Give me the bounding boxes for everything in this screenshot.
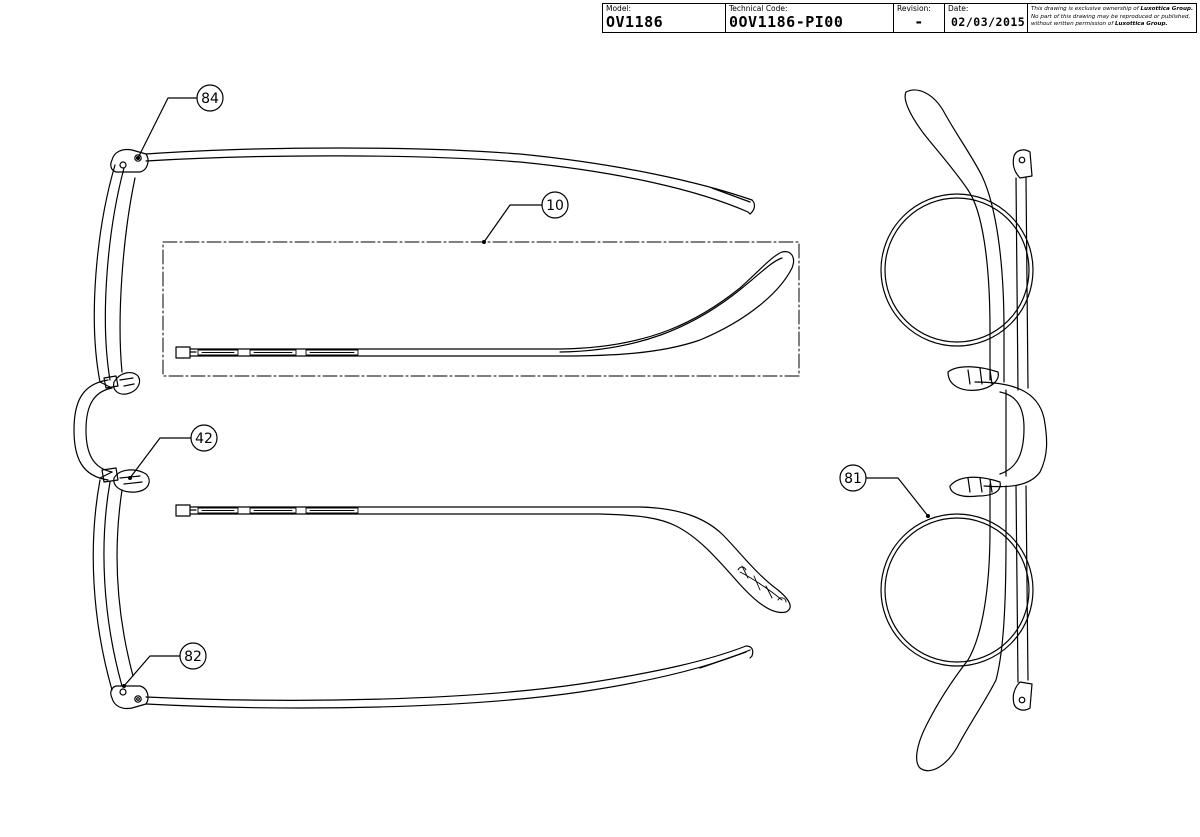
callout-81: 81 bbox=[839, 464, 930, 518]
upper-lens-rim bbox=[93, 164, 136, 383]
lower-hinge bbox=[110, 685, 149, 710]
technical-code-cell: Technical Code: 0OV1186-PI00 bbox=[726, 4, 894, 32]
callout-81-label: 81 bbox=[844, 471, 862, 487]
revision-cell: Revision: - bbox=[894, 4, 945, 32]
temple-tip-logo bbox=[737, 565, 787, 603]
callout-84: 84 bbox=[136, 84, 224, 161]
notice-prefix: This drawing is exclusive ownership of bbox=[1031, 6, 1141, 12]
technical-code-value: 0OV1186-PI00 bbox=[729, 13, 844, 31]
temple-side-view-inner bbox=[175, 251, 795, 359]
upper-nose-pad bbox=[103, 372, 141, 395]
upper-endpiece-front bbox=[1012, 149, 1033, 179]
upper-temple-folded bbox=[904, 89, 1029, 391]
model-label: Model: bbox=[606, 4, 632, 13]
lower-temple-top-view bbox=[145, 645, 754, 709]
ownership-notice-cell: This drawing is exclusive ownership of L… bbox=[1028, 4, 1196, 32]
notice-owner-2: Luxottica Group. bbox=[1114, 21, 1168, 28]
callout-82-label: 82 bbox=[184, 649, 202, 665]
model-cell: Model: OV1186 bbox=[603, 4, 726, 32]
ownership-notice: This drawing is exclusive ownership of L… bbox=[1031, 6, 1194, 29]
notice-owner: Luxottica Group. bbox=[1140, 6, 1194, 12]
date-value: 02/03/2015 bbox=[951, 15, 1026, 29]
temple-side-view-outer bbox=[175, 504, 791, 614]
temple-detail-box bbox=[162, 241, 800, 377]
lower-endpiece-front bbox=[1012, 681, 1033, 711]
front-view bbox=[880, 89, 1048, 772]
revision-value: - bbox=[914, 13, 924, 31]
revision-label: Revision: bbox=[897, 4, 931, 13]
callout-84-label: 84 bbox=[201, 91, 219, 107]
lower-lens-rim bbox=[92, 479, 134, 691]
callout-42-label: 42 bbox=[195, 431, 213, 447]
lower-temple-folded bbox=[916, 483, 1029, 772]
upper-lens-front bbox=[880, 193, 1034, 347]
callout-42: 42 bbox=[128, 424, 218, 481]
callout-10-label: 10 bbox=[546, 198, 564, 214]
upper-hinge bbox=[110, 148, 149, 173]
notice-middle: No part of this drawing may be reproduce… bbox=[1031, 13, 1191, 28]
lower-lens-front bbox=[880, 513, 1034, 667]
technical-code-label: Technical Code: bbox=[729, 4, 788, 13]
upper-temple-top-view bbox=[145, 147, 756, 215]
callout-82: 82 bbox=[121, 642, 207, 688]
bridge-top-view bbox=[73, 379, 113, 481]
bridge-front-view bbox=[974, 381, 1048, 488]
top-view bbox=[73, 147, 756, 710]
date-label: Date: bbox=[948, 4, 969, 13]
nose-pads-front-view bbox=[947, 366, 1001, 498]
title-block: Model: OV1186 Technical Code: 0OV1186-PI… bbox=[602, 3, 1197, 33]
model-value: OV1186 bbox=[606, 13, 664, 31]
date-cell: Date: 02/03/2015 bbox=[945, 4, 1028, 32]
callout-10: 10 bbox=[482, 191, 569, 245]
temple-engraving-inner bbox=[197, 349, 359, 356]
temple-engraving-outer bbox=[197, 507, 359, 514]
